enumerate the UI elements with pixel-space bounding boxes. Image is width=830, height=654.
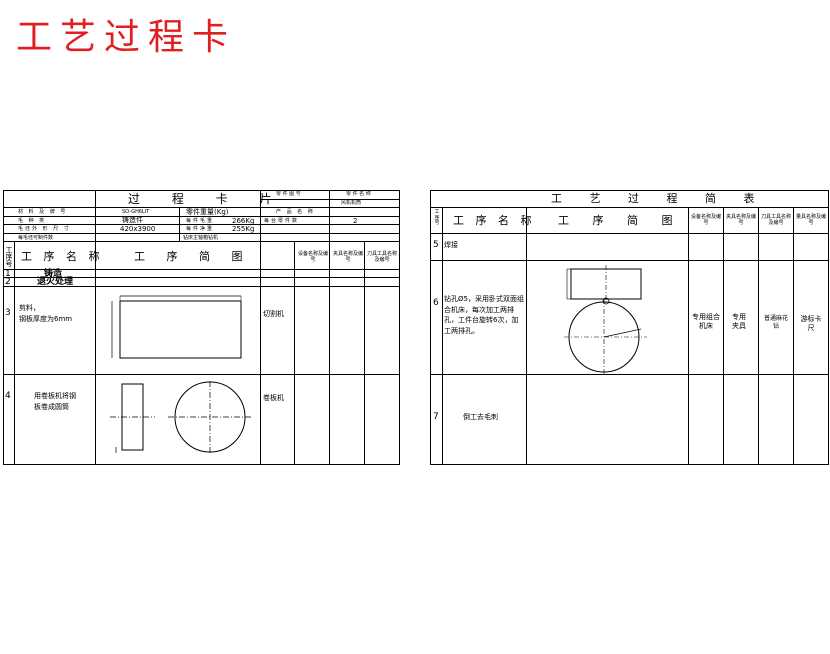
brief-step-6-equipment: 专用组合机床 xyxy=(692,313,720,330)
parts-per-unit-label: 每台零件数 xyxy=(264,218,300,224)
parts-per-unit-value: 2 xyxy=(353,217,358,225)
brief-col-fixture: 夹具名称及编号 xyxy=(726,214,757,227)
brief-step-6-tool: 普通麻花钻 xyxy=(764,315,789,330)
brief-col-equipment: 设备名称及编号 xyxy=(691,214,722,227)
blank-size-value: 420x3900 xyxy=(120,225,156,233)
blank-type-label: 毛 种 类 xyxy=(18,218,47,224)
step-3-no: 3 xyxy=(5,308,11,318)
brief-col-step-name: 工 序 名 称 xyxy=(453,214,536,227)
gross-weight-value: 266Kg xyxy=(232,217,255,225)
material-value: SO-GH6LIT xyxy=(122,209,150,215)
part-name-value: 风机机筒 xyxy=(341,200,362,206)
step-1-name: 铸造 xyxy=(44,269,63,279)
brief-col-tool: 刀具工具名称及编号 xyxy=(761,214,792,227)
process-brief-title: 工 艺 过 程 简 表 xyxy=(551,192,767,205)
blank-type-value: 铸造件 xyxy=(122,216,143,224)
material-label: 材 料 及 牌 号 xyxy=(18,209,68,215)
brief-step-6-name: 钻孔Ø5，采用卧式双面组合机床，每次加工两排孔，工件台旋转6次，加工两排孔。 xyxy=(444,295,524,335)
step-1-no: 1 xyxy=(5,269,11,279)
brief-step-7-no: 7 xyxy=(433,412,439,422)
step-3-equipment: 切割机 xyxy=(263,310,284,318)
cylinder-sketch xyxy=(110,381,252,453)
net-weight-value: 255Kg xyxy=(232,225,255,233)
brief-col-step-no: 工序号 xyxy=(434,209,440,226)
step-4-no: 4 xyxy=(5,391,11,401)
gross-weight-label: 每件毛重 xyxy=(186,218,215,224)
process-card-title: 过 程 卡 片 xyxy=(128,192,286,206)
col-step-no: 工序号 xyxy=(5,246,13,268)
part-weight-label: 零件重量(Kg) xyxy=(186,208,229,216)
step-2-no: 2 xyxy=(5,277,11,287)
col-tool: 刀具工具名称及编号 xyxy=(367,251,398,264)
product-name-label: 产 品 名 称 xyxy=(276,209,315,215)
header-part-name: 零 件 名 称 xyxy=(346,191,371,197)
drilling-sketch xyxy=(564,265,647,375)
plate-sketch xyxy=(111,295,242,359)
col-equipment: 设备名称及编号 xyxy=(298,251,329,264)
drill-spindle-label: 钻床主轴箱钻机 xyxy=(183,235,219,241)
net-weight-label: 每件净重 xyxy=(186,226,215,232)
step-3-name: 剪料， 钢板厚度为6mm xyxy=(19,304,73,323)
brief-step-6-no: 6 xyxy=(433,298,439,308)
process-card: 过 程 卡 片 零 件 图 号 零 件 名 称 风机机筒 材 料 及 牌 号 S… xyxy=(3,190,400,465)
brief-step-6-fixture: 专用夹具 xyxy=(732,313,746,330)
step-4-name: 用卷板机将钢板卷成圆筒 xyxy=(34,392,76,411)
header-part-drawing-no: 零 件 图 号 xyxy=(276,191,301,197)
brief-step-5-no: 5 xyxy=(433,240,439,250)
brief-col-gauge: 量具名称及编号 xyxy=(796,214,827,227)
col-step-sketch: 工 序 简 图 xyxy=(134,250,252,263)
brief-col-step-sketch: 工 序 简 图 xyxy=(558,214,683,227)
step-2-name: 退火处理 xyxy=(37,277,74,287)
brief-step-5-name: 焊接 xyxy=(444,241,458,249)
col-fixture: 夹具名称及编号 xyxy=(333,251,364,264)
brief-step-7-name: 倒工去毛刺 xyxy=(463,413,498,421)
brief-step-6-gauge: 游标卡尺 xyxy=(800,315,822,332)
step-4-equipment: 卷板机 xyxy=(263,394,284,402)
col-step-name: 工 序 名 称 xyxy=(21,250,104,263)
process-brief-table: 工 艺 过 程 简 表 工序号 工 序 名 称 工 序 简 图 设备名称及编号 … xyxy=(430,190,829,465)
page-title: 工艺过程卡 xyxy=(16,17,237,58)
blank-size-label: 毛坯外 形 尺 寸 xyxy=(18,226,71,232)
parts-per-blank-label: 每毛坯可制件数 xyxy=(18,235,54,241)
